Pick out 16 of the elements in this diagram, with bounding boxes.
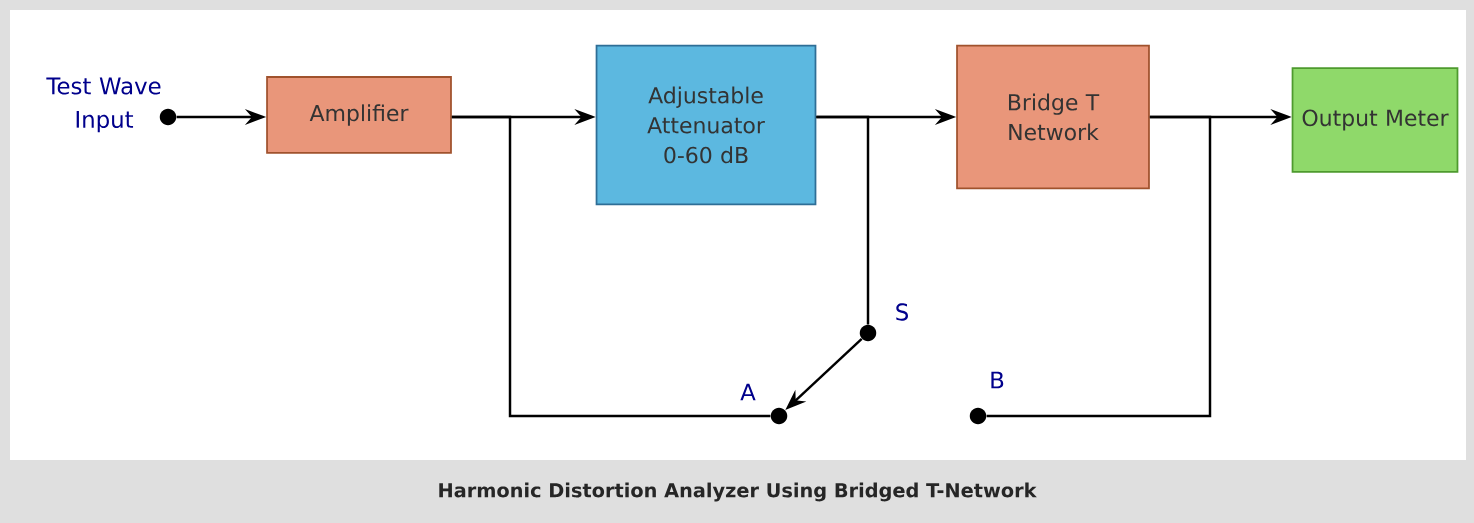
caption: Harmonic Distortion Analyzer Using Bridged T-Network	[439, 482, 1037, 502]
terminal-label: B	[991, 371, 1004, 389]
block-box: Adjustable Attenuator 0-60 dB	[595, 44, 817, 206]
terminal-dot	[859, 324, 877, 342]
terminal-label: A	[740, 383, 756, 401]
connector	[451, 115, 771, 418]
terminal-label: S	[896, 303, 908, 321]
block-box: Output Meter	[1291, 67, 1459, 173]
connector	[986, 115, 1212, 418]
connector	[816, 115, 870, 325]
terminal-dot	[770, 407, 788, 425]
terminal-dot	[969, 407, 987, 425]
terminal-label: Test Wave Input	[46, 77, 161, 133]
block-box: Amplifier	[266, 76, 452, 154]
terminal-dot	[159, 108, 177, 126]
block-box: Bridge T Network	[956, 44, 1150, 190]
